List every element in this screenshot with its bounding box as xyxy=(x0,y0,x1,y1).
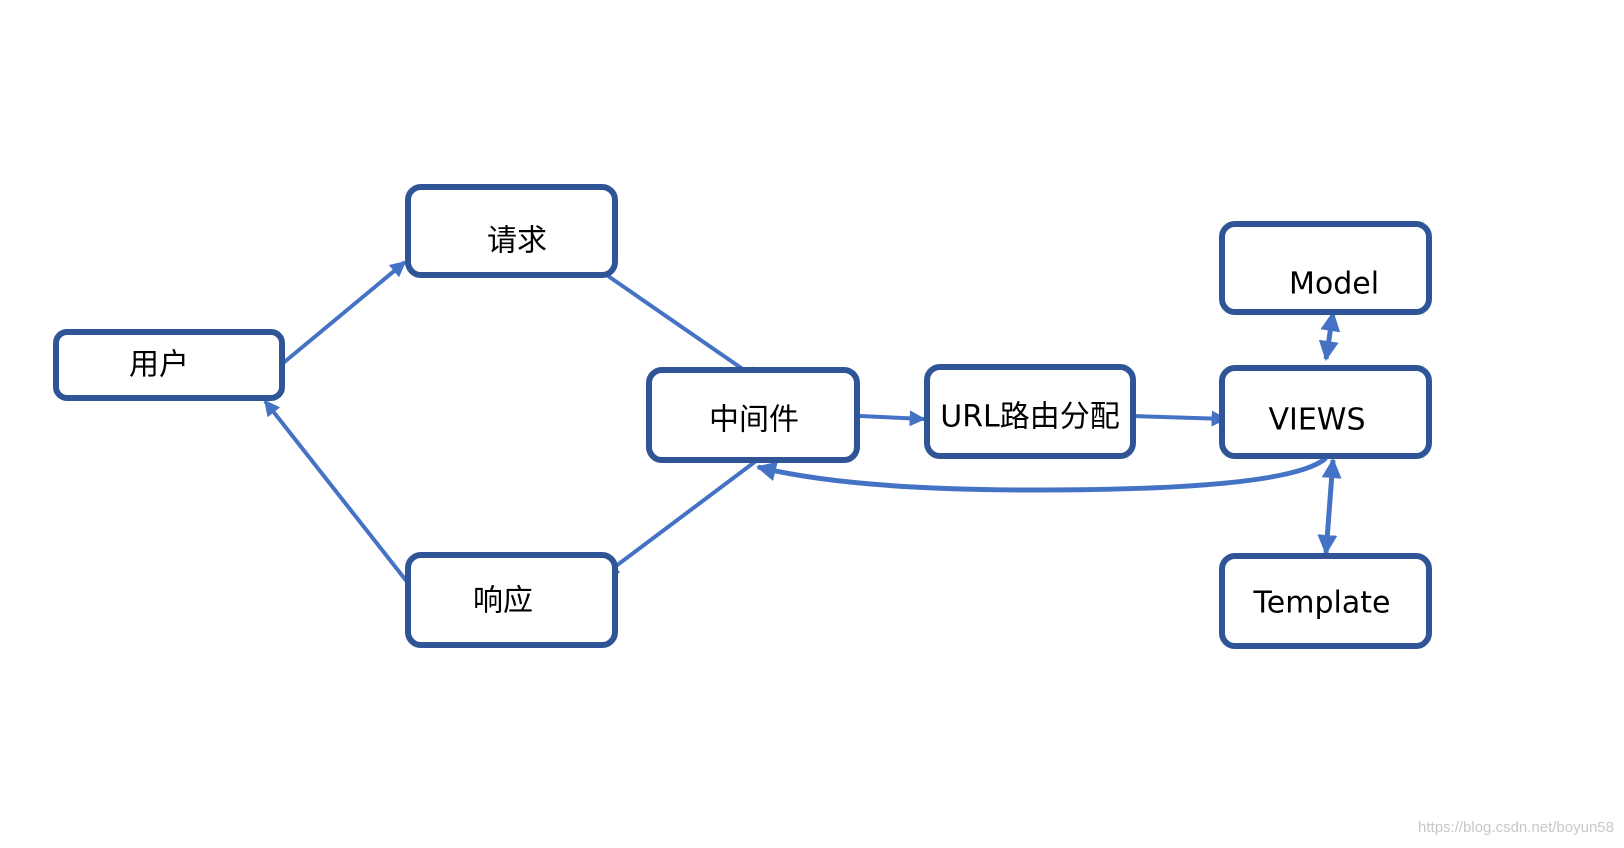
node-user-label: 用户 xyxy=(129,348,189,383)
edge-middleware-to-response xyxy=(602,459,758,577)
node-response: 响应 xyxy=(405,552,618,648)
node-model-label: Model xyxy=(1289,267,1379,302)
node-model-box xyxy=(1219,221,1432,315)
node-user: 用户 xyxy=(53,329,285,401)
node-template-box xyxy=(1219,553,1432,649)
node-response-label: 响应 xyxy=(473,584,533,619)
node-middleware: 中间件 xyxy=(646,367,860,463)
node-request-label: 请求 xyxy=(487,224,547,259)
node-request-box xyxy=(405,184,618,278)
edge-middleware-to-url-routing xyxy=(859,410,926,427)
node-url-routing: URL路由分配 xyxy=(924,364,1136,459)
node-model: Model xyxy=(1219,221,1432,315)
node-middleware-label: 中间件 xyxy=(709,403,799,438)
node-request: 请求 xyxy=(405,184,618,278)
edge-url-routing-to-views xyxy=(1132,410,1228,427)
edge-response-to-user xyxy=(263,399,410,585)
node-middleware-box xyxy=(646,367,860,463)
edges xyxy=(263,260,1342,585)
node-url-routing-label: URL路由分配 xyxy=(940,400,1120,435)
node-views: VIEWS xyxy=(1219,365,1432,459)
node-views-box xyxy=(1219,365,1432,459)
node-user-box xyxy=(53,329,285,401)
edge-views-template-bidirectional xyxy=(1317,458,1342,555)
node-response-box xyxy=(405,552,618,648)
edge-user-to-request xyxy=(280,260,407,366)
node-url-routing-box xyxy=(924,364,1136,459)
node-template: Template xyxy=(1219,553,1432,649)
edge-request-to-middleware xyxy=(606,274,762,383)
watermark-text: https://blog.csdn.net/boyun58 xyxy=(1418,819,1614,836)
edge-views-to-middleware xyxy=(756,456,1328,493)
node-template-label: Template xyxy=(1253,586,1391,621)
edge-views-model-bidirectional xyxy=(1318,311,1341,361)
node-views-label: VIEWS xyxy=(1268,403,1365,438)
